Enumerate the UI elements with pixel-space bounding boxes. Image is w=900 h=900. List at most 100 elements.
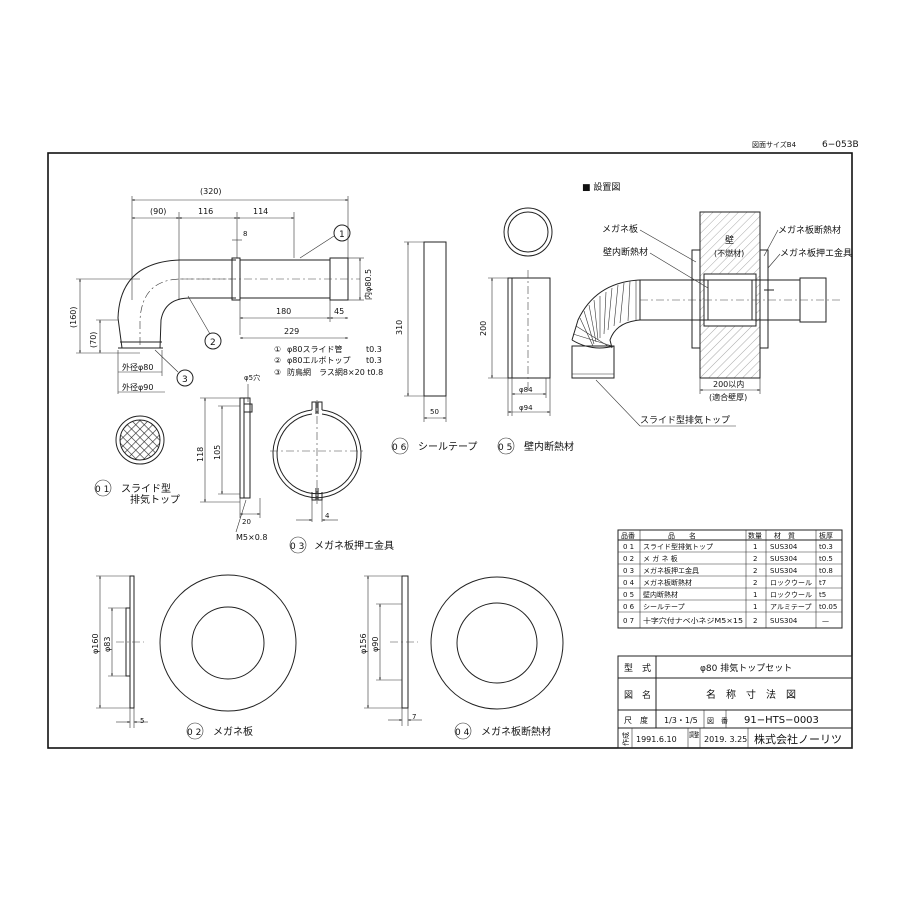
drawing-name-value: 名 称 寸 法 図 xyxy=(706,688,796,701)
note-2-no: ② xyxy=(274,356,281,365)
install-label-slide-top: スライド型排気トップ xyxy=(640,414,730,426)
table-header-no: 品番 xyxy=(621,532,635,540)
dim-90: φ90 xyxy=(371,637,380,652)
note-1-text: φ80スライド管 xyxy=(287,344,342,354)
install-label-wall-sub: (不燃材) xyxy=(714,248,744,258)
table-row-1-no: 0 1 xyxy=(623,543,634,551)
paper-size-label: 図面サイズB4 xyxy=(752,140,797,149)
table-row-7-no: 0 7 xyxy=(623,617,634,625)
part04-label-no: 0 4 xyxy=(455,728,470,738)
table-row-7-thickness: — xyxy=(822,617,829,625)
part06-label: シールテープ xyxy=(418,441,477,453)
revised-value: 2019. 3.25 xyxy=(704,735,747,744)
install-wall-thickness-sub: (適合壁厚) xyxy=(709,392,747,402)
parts-table: 品番 品 名 数量 材 質 板厚 0 1 スライド型排気トップ 1 SUS304… xyxy=(617,529,843,629)
table-row-4-material: ロックウール xyxy=(770,579,812,587)
table-header-thickness: 板厚 xyxy=(819,531,833,540)
install-title: ■ 設置図 xyxy=(582,181,620,193)
dim-4: 4 xyxy=(325,512,330,520)
part02-megane-plate-view: φ160 φ83 5 0 2 メガネ板 xyxy=(91,574,297,740)
dim-160: φ160 xyxy=(91,633,100,654)
table-row-4-qty: 2 xyxy=(753,579,757,587)
model-value: φ80 排気トップセット xyxy=(700,662,792,674)
table-row-3-material: SUS304 xyxy=(770,567,798,575)
balloon-3: 3 xyxy=(182,375,188,385)
table-row-4-name: メガネ板断熱材 xyxy=(643,578,692,587)
table-row-2-no: 0 2 xyxy=(623,555,634,563)
install-label-megane: メガネ板 xyxy=(602,223,638,235)
note-3-no: ③ xyxy=(274,368,281,377)
part01-elbow-view: (320) (90) 116 114 8 内φ80.5 180 xyxy=(69,187,383,506)
note-1-t: t0.3 xyxy=(366,345,382,354)
part03-label: メガネ板押エ金具 xyxy=(314,539,394,552)
balloon-2: 2 xyxy=(210,338,216,348)
dim-84: φ84 xyxy=(519,386,533,394)
dim-320: (320) xyxy=(200,187,222,196)
scale-value: 1/3・1/5 xyxy=(664,716,698,725)
table-row-6-name: シールテープ xyxy=(643,603,685,611)
note-3-text: 防鳥網 ラス網8×20 t0.8 xyxy=(287,367,383,377)
part05-label-no: 0 5 xyxy=(498,443,512,453)
part02-label: メガネ板 xyxy=(213,725,253,738)
table-row-1-material: SUS304 xyxy=(770,543,798,551)
table-row-5-qty: 1 xyxy=(753,591,757,599)
table-row-1-qty: 1 xyxy=(753,543,757,551)
outer-dia-90: 外径φ90 xyxy=(122,382,153,392)
drawing-ref: 6−053B xyxy=(822,140,859,150)
revised-label: 調整 xyxy=(689,730,699,739)
table-header-qty: 数量 xyxy=(748,531,762,540)
dim-90: (90) xyxy=(150,207,166,216)
dim-310: 310 xyxy=(395,320,404,335)
table-row-3-qty: 2 xyxy=(753,567,757,575)
part06-seal-tape-view: 310 50 0 6 シールテープ xyxy=(391,241,477,455)
part01-label-2: 排気トップ xyxy=(130,493,180,506)
table-row-5-no: 0 5 xyxy=(623,591,634,599)
dim-94: φ94 xyxy=(519,404,533,412)
part03-hole: φ5穴 xyxy=(244,373,260,382)
company-name: 株式会社ノーリツ xyxy=(754,732,842,746)
table-row-4-thickness: t7 xyxy=(819,579,826,587)
note-1-no: ① xyxy=(274,345,281,354)
note-2-t: t0.3 xyxy=(366,356,382,365)
balloon-1: 1 xyxy=(339,230,345,240)
dim-180: 180 xyxy=(276,307,291,316)
dim-45: 45 xyxy=(334,307,344,316)
dim-5: 5 xyxy=(140,717,144,725)
table-row-7-name: 十字穴付ナベ小ネジM5×15 xyxy=(643,616,743,625)
table-row-3-no: 0 3 xyxy=(623,567,634,575)
table-row-3-name: メガネ板押エ金具 xyxy=(643,566,699,575)
dim-116: 116 xyxy=(198,207,213,216)
table-row-5-material: ロックウール xyxy=(770,591,812,599)
title-block: 型 式 φ80 排気トップセット 図 名 名 称 寸 法 図 尺 度 1/3・1… xyxy=(617,655,853,749)
created-value: 1991.6.10 xyxy=(636,735,677,744)
part06-label-no: 0 6 xyxy=(392,443,407,453)
table-row-3-thickness: t0.8 xyxy=(819,567,833,575)
table-row-2-name: メ ガ ネ 板 xyxy=(643,554,678,563)
dim-156: φ156 xyxy=(359,633,368,654)
outer-dia-80: 外径φ80 xyxy=(122,362,153,372)
dim-229: 229 xyxy=(284,327,299,336)
table-header-name: 品 名 xyxy=(668,531,696,540)
part04-megane-insulation-view: φ156 φ90 7 0 4 メガネ板断熱材 xyxy=(359,575,564,740)
dim-160-h: (160) xyxy=(69,306,78,328)
part01-label: スライド型 xyxy=(121,482,171,495)
part05-wall-insulation-view: 200 φ84 φ94 0 5 壁内断熱材 xyxy=(479,207,574,455)
table-row-2-material: SUS304 xyxy=(770,555,798,563)
installation-view: ■ 設置図 xyxy=(571,181,852,427)
table-row-1-thickness: t0.3 xyxy=(819,543,833,551)
part02-label-no: 0 2 xyxy=(187,728,201,738)
table-row-4-no: 0 4 xyxy=(623,579,635,587)
part03-clamp-view: φ5穴 118 105 20 M5×0.8 4 0 3 メガネ板押エ金具 xyxy=(196,373,394,554)
table-row-1-name: スライド型排気トップ xyxy=(643,542,713,551)
part03-label-no: 0 3 xyxy=(290,542,304,552)
table-row-7-material: SUS304 xyxy=(770,617,798,625)
dim-7: 7 xyxy=(412,713,416,721)
table-header-material: 材 質 xyxy=(774,531,795,540)
table-row-7-qty: 2 xyxy=(753,617,757,625)
table-row-5-name: 壁内断熱材 xyxy=(643,590,678,599)
drawing-border xyxy=(47,152,853,749)
drawing-name-label: 図 名 xyxy=(624,689,651,701)
model-label: 型 式 xyxy=(624,662,651,674)
install-label-megane-insul: メガネ板断熱材 xyxy=(778,224,841,236)
